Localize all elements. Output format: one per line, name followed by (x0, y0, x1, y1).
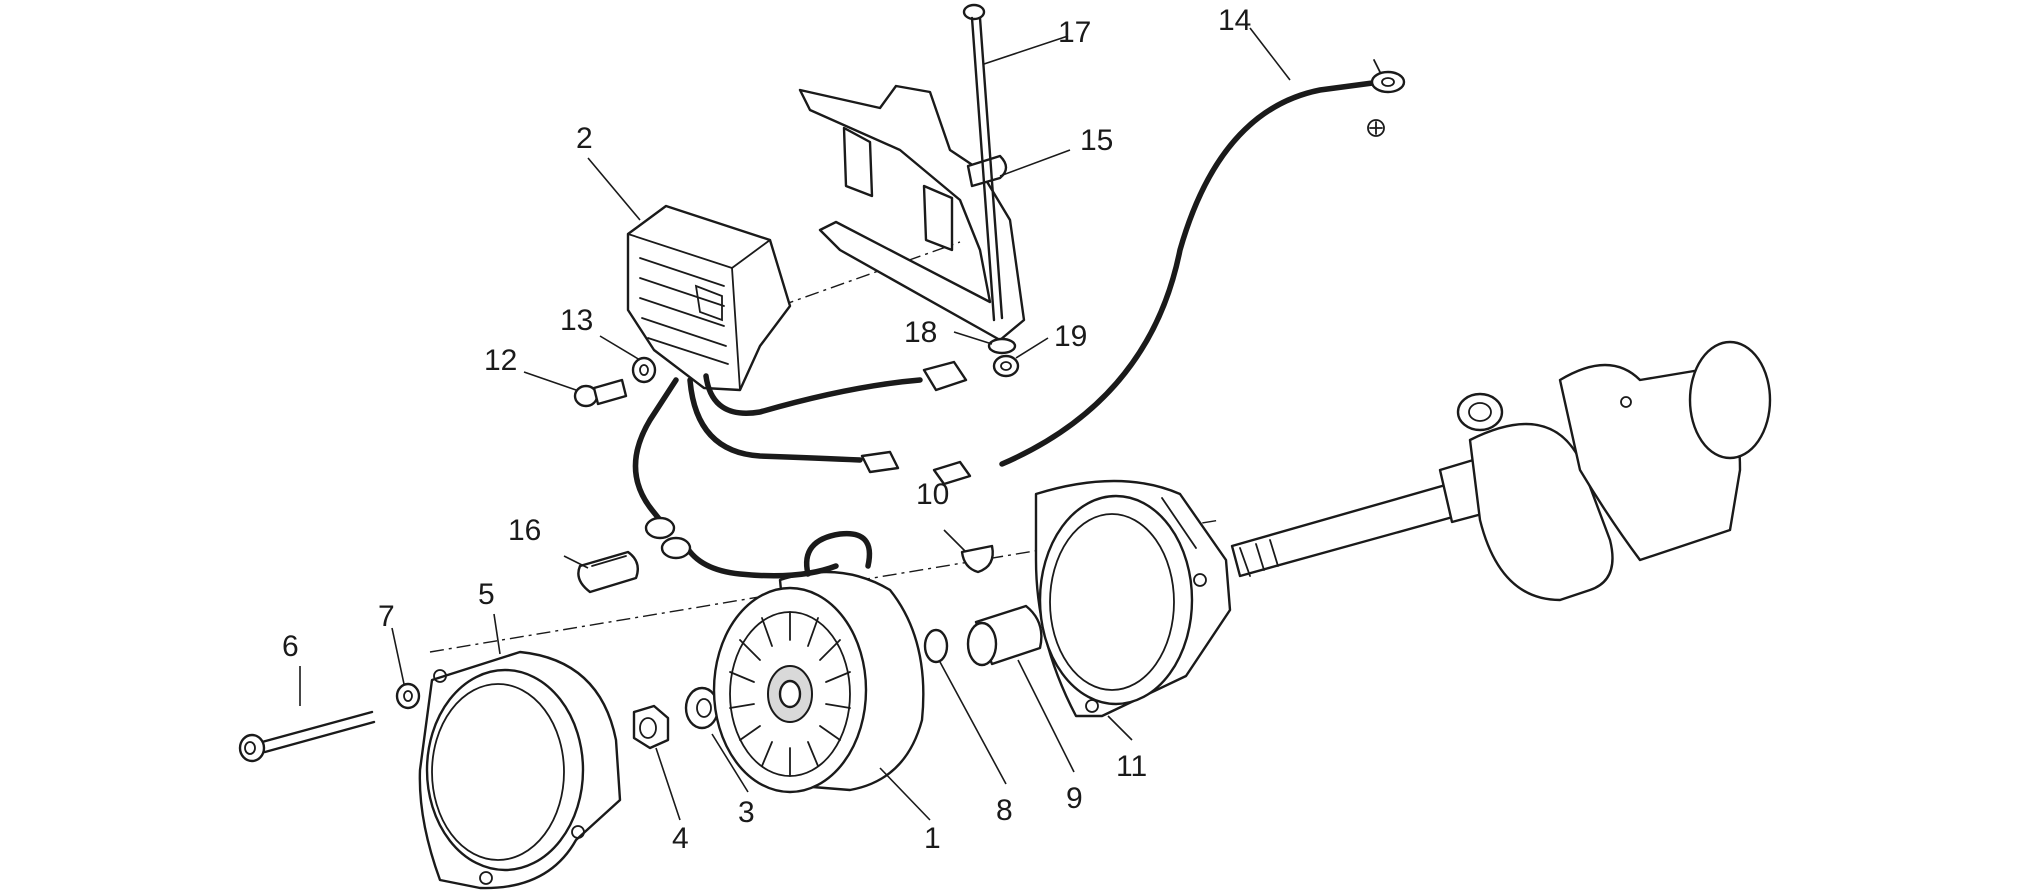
part-label-15: 15 (1080, 124, 1113, 157)
part-18-washer (987, 337, 1017, 355)
stator-windings (729, 611, 851, 777)
part-9-spacer (966, 604, 1043, 667)
connectors (644, 360, 972, 560)
part-7-washer (395, 682, 421, 710)
part-label-4: 4 (672, 822, 689, 855)
part-label-17: 17 (1058, 16, 1091, 49)
part-4-nut (632, 704, 670, 750)
crankshaft (1230, 340, 1772, 602)
part-17-screw (962, 3, 1004, 322)
part-19-nut (992, 354, 1020, 378)
part-11-housing (1034, 479, 1232, 718)
part-label-18: 18 (904, 316, 937, 349)
part-label-16: 16 (508, 514, 541, 547)
part-label-6: 6 (282, 630, 299, 663)
part-6-bolt (238, 710, 376, 763)
part-label-19: 19 (1054, 320, 1087, 353)
part-8-o-ring (923, 628, 949, 664)
part-15-bracket (798, 84, 1026, 342)
part-label-2: 2 (576, 122, 593, 155)
leader-lines (299, 27, 1291, 821)
part-label-8: 8 (996, 794, 1013, 827)
part-label-7: 7 (378, 600, 395, 633)
part-number-labels: 1 2 3 4 5 6 7 8 9 10 11 12 13 14 15 16 1… (282, 4, 1251, 855)
part-10-key (960, 544, 994, 574)
part-label-12: 12 (484, 344, 517, 377)
part-label-5: 5 (478, 578, 495, 611)
part-16-grommet (577, 550, 639, 594)
part-label-13: 13 (560, 304, 593, 337)
part-label-9: 9 (1066, 782, 1083, 815)
wiring-harness (632, 79, 1383, 579)
part-3-washer (684, 686, 720, 730)
ground-symbol-icon (1367, 119, 1385, 137)
part-label-10: 10 (916, 478, 949, 511)
part-label-11: 11 (1116, 750, 1147, 783)
part-5-cover (418, 650, 622, 890)
part-14-ground-cable (1367, 59, 1406, 137)
part-12-screw (573, 378, 628, 408)
part-label-14: 14 (1218, 4, 1251, 37)
part-label-3: 3 (738, 796, 755, 829)
part-13-washer (631, 356, 657, 384)
part-1-stator-rotor (712, 530, 925, 794)
part-label-1: 1 (924, 822, 941, 855)
part-2-regulator (626, 204, 792, 392)
